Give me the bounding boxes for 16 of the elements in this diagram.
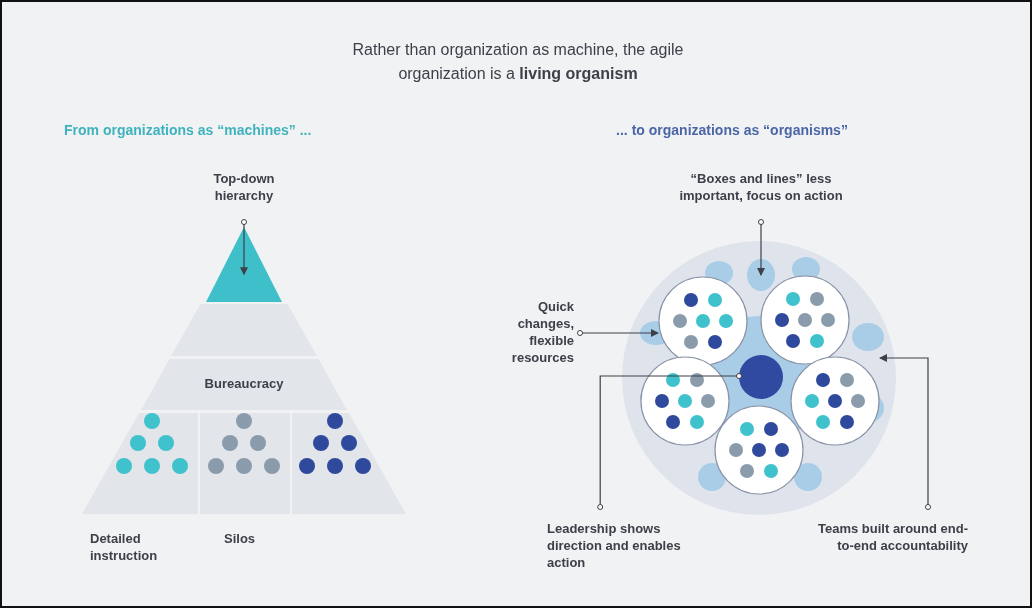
column-label: Silos [224,530,257,547]
callout-text: “Boxes and lines” less important, focus on action [666,170,856,222]
title: Rather than organization as machine, the agile organization is a living organism [351,40,685,84]
section-heading: ... to organizations as “organisms” [615,122,849,139]
leader-line [757,219,765,276]
leader-line [879,354,931,510]
leader-line [240,219,248,276]
column-label: Detailed instruction [90,530,159,564]
leader-line [597,373,742,510]
band-label: Bureaucracy [203,375,285,392]
callout-text: Leadership shows direction and enables action [547,507,687,587]
leader-line [577,329,659,337]
section-heading: From organizations as “machines” ... [64,122,313,139]
callout-text: Teams built around end-to-end accountability [808,507,968,587]
callout-text: Quick changes, flexible resources [480,298,580,378]
callout-text: Top-down hierarchy [194,170,294,222]
